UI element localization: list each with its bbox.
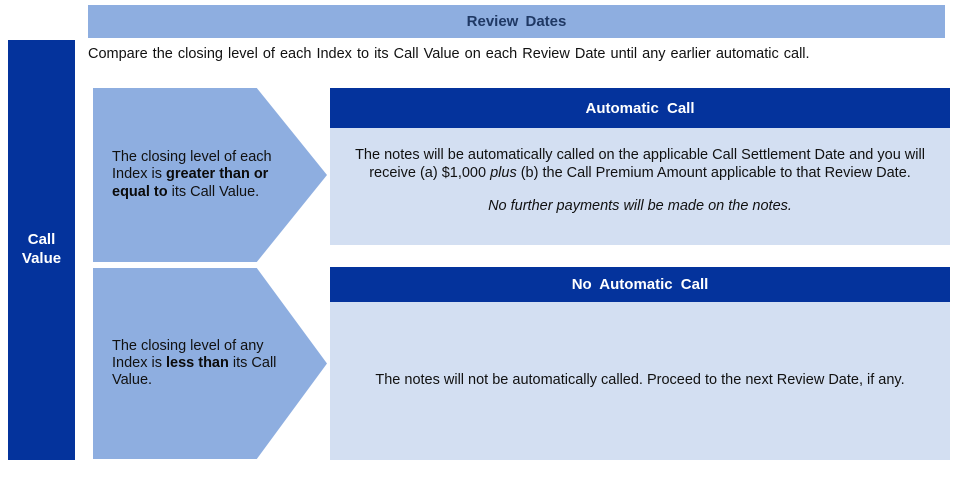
condition-2-prefix: The closing level of any Index is <box>112 337 264 371</box>
intro-text: Compare the closing level of each Index … <box>88 46 810 62</box>
condition-text-greater-equal: The closing level of each Index is great… <box>93 149 278 200</box>
automatic-call-body: The notes will be automatically called o… <box>330 128 950 245</box>
condition-text-less-than: The closing level of any Index is less t… <box>93 338 278 389</box>
no-automatic-call-title: No Automatic Call <box>571 276 709 293</box>
no-automatic-call-body: The notes will not be automatically call… <box>330 302 950 460</box>
condition-1-bold: greater than or equal to <box>112 166 269 200</box>
no-automatic-call-header: No Automatic Call <box>330 267 950 302</box>
automatic-call-title: Automatic Call <box>585 99 695 117</box>
call-value-label-line2: Value <box>21 250 62 267</box>
condition-2-bold: less than <box>166 354 229 371</box>
automatic-call-header: Automatic Call <box>330 88 950 128</box>
automatic-call-paragraph: The notes will be automatically called o… <box>352 147 928 182</box>
automatic-call-text-italic: plus <box>490 164 517 181</box>
condition-arrow-less-than: The closing level of any Index is less t… <box>93 268 327 459</box>
no-automatic-call-text: The notes will not be automatically call… <box>375 372 905 389</box>
call-value-label-line1: Call <box>27 231 56 249</box>
call-value-sidebar: Call Value <box>8 40 75 460</box>
condition-1-prefix: The closing level of each Index is <box>112 149 272 183</box>
call-value-label: Call Value <box>22 231 61 269</box>
no-automatic-call-box: No Automatic Call The notes will not be … <box>330 267 950 460</box>
condition-1-suffix: its Call Value. <box>167 183 260 200</box>
automatic-call-text-1: The notes will be automatically called o… <box>355 147 925 181</box>
automatic-call-text-2: (b) the Call Premium Amount applicable t… <box>516 164 911 181</box>
condition-arrow-greater-equal: The closing level of each Index is great… <box>93 88 327 262</box>
automatic-call-box: Automatic Call The notes will be automat… <box>330 88 950 245</box>
review-dates-banner: Review Dates <box>88 5 945 38</box>
condition-2-suffix: its Call Value. <box>112 354 277 389</box>
no-further-payments-note: No further payments will be made on the … <box>488 198 792 215</box>
review-dates-title: Review Dates <box>466 13 567 30</box>
